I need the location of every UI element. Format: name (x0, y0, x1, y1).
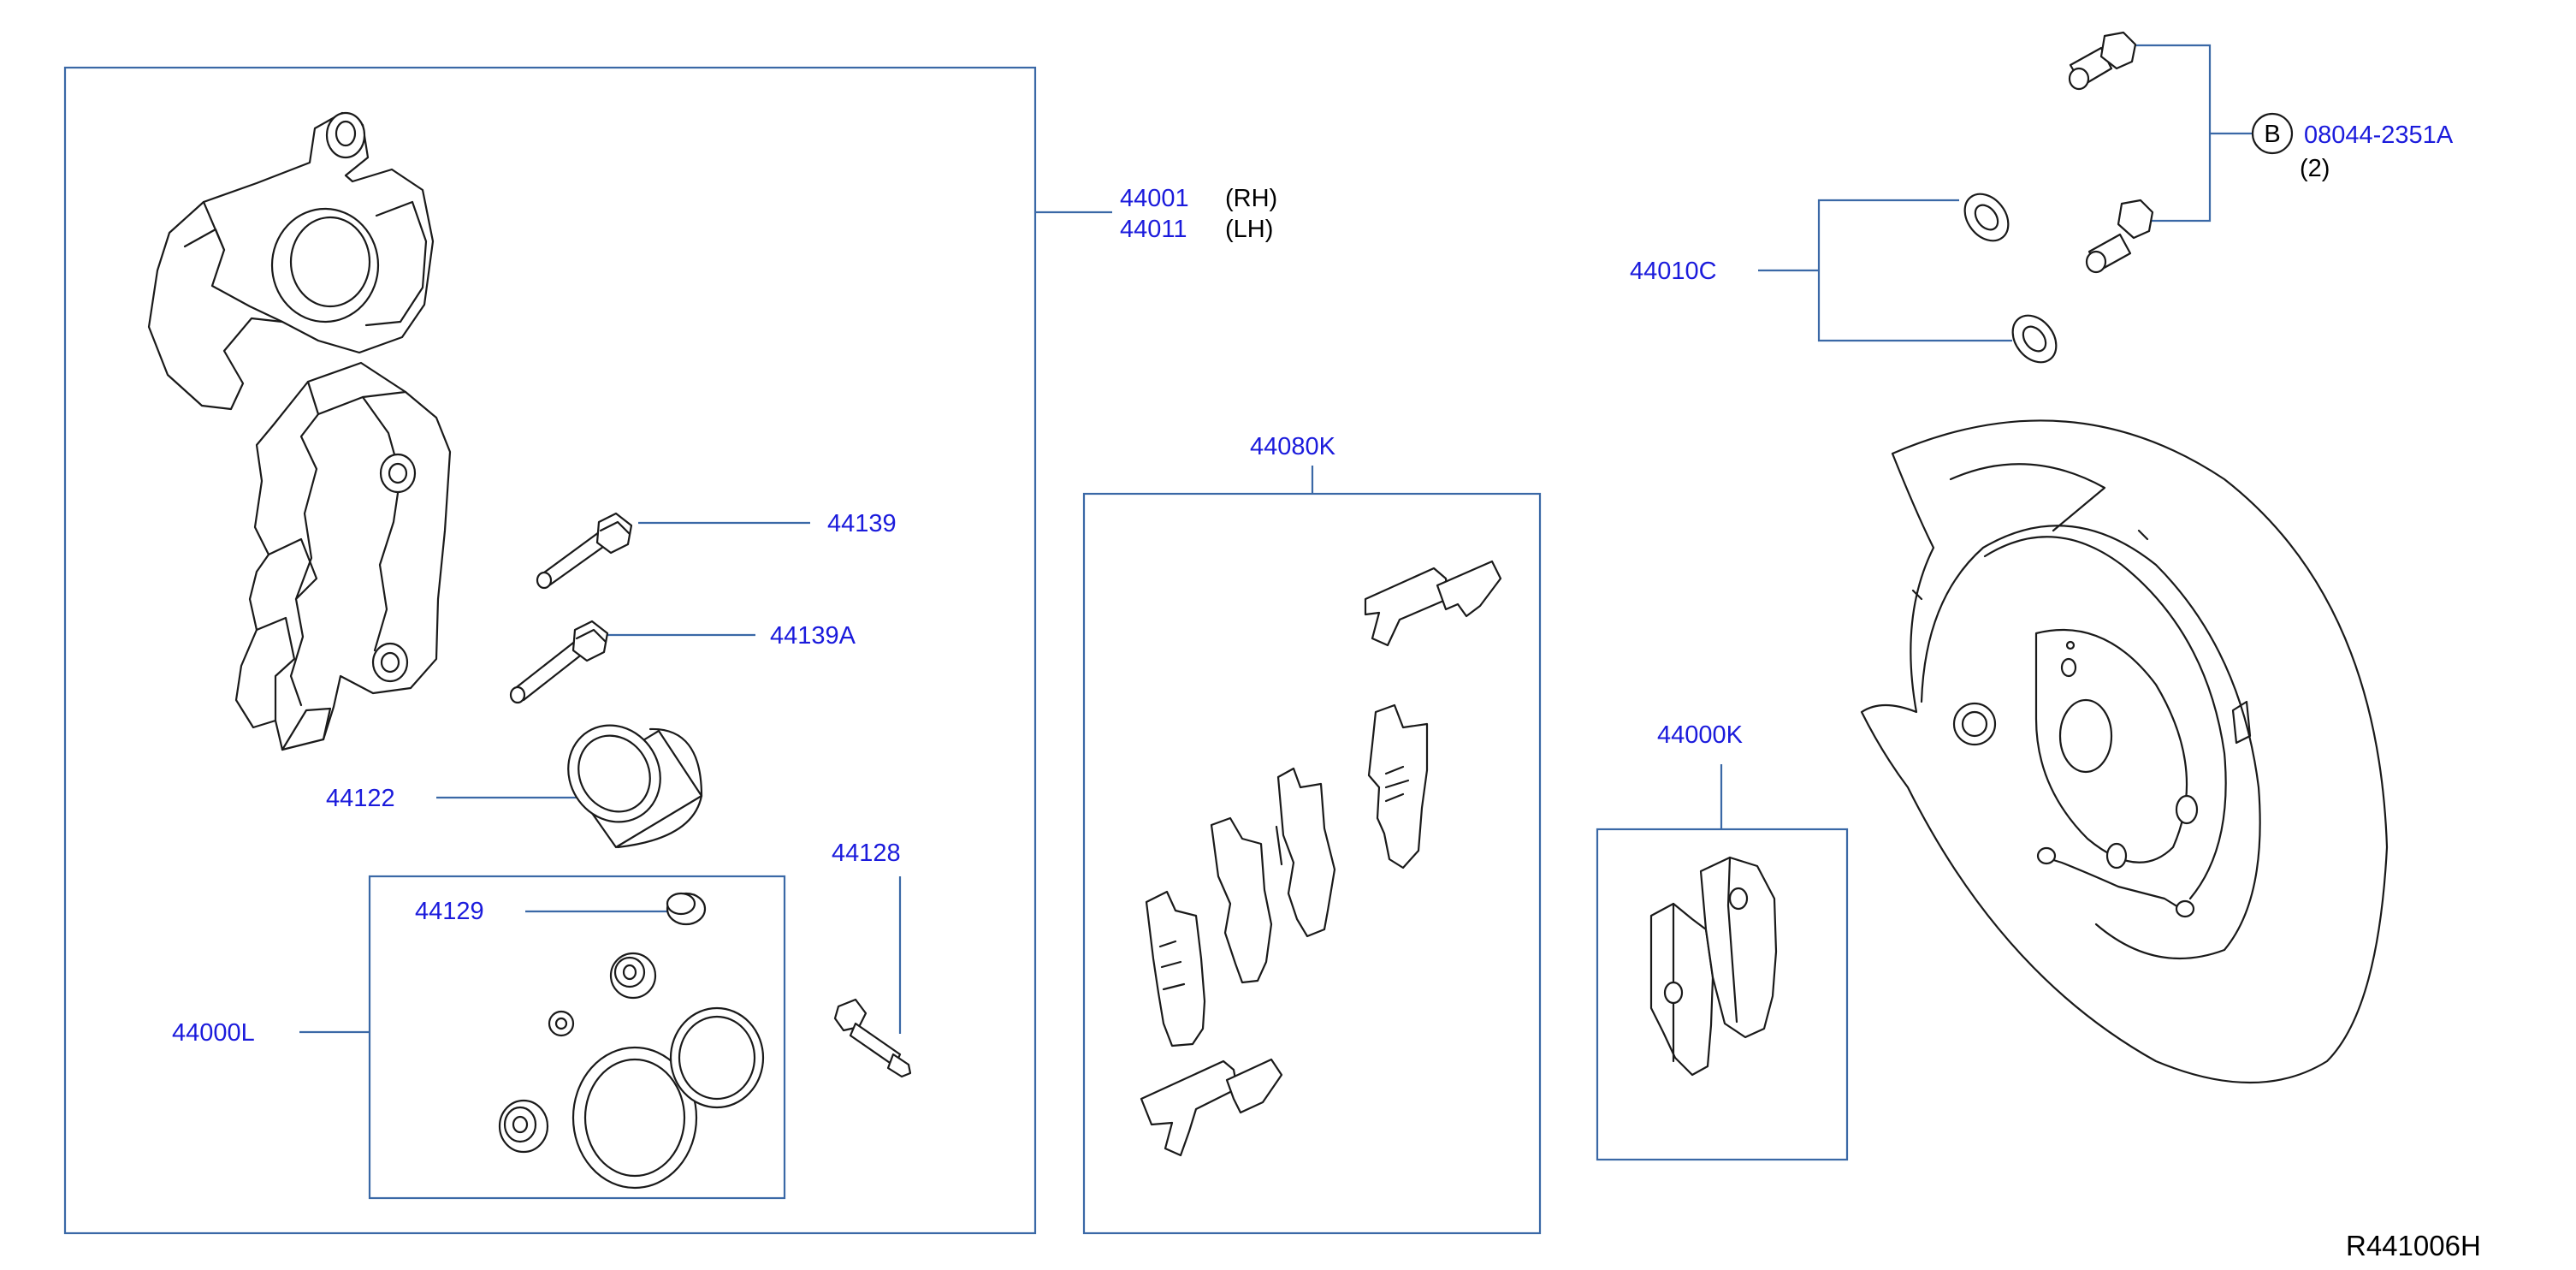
callout-rh-side: (RH) (1225, 185, 1277, 212)
callout-44128[interactable]: 44128 (832, 840, 901, 867)
leader-lines (299, 44, 2253, 1034)
callout-44139a[interactable]: 44139A (770, 622, 856, 650)
callout-44129[interactable]: 44129 (415, 898, 484, 925)
bolt-callout-letter: B (2264, 121, 2280, 148)
pin-bolt-drawing (536, 512, 633, 590)
callout-44139[interactable]: 44139 (827, 510, 897, 537)
callout-44001[interactable]: 44001 (1120, 185, 1189, 212)
bolt-callout-circle (2251, 112, 2294, 155)
bleeder-screw-drawing (833, 998, 912, 1078)
callout-labels: 44001 (RH) 44011 (LH) 44139 44139A 44122… (172, 112, 2481, 1261)
bolt-upper-drawing (2068, 31, 2137, 91)
bolt-lower-drawing (2085, 199, 2154, 274)
hardware-kit-drawing (1140, 560, 1502, 1157)
caliper-bracket-drawing (234, 361, 452, 751)
callout-08044-2351a[interactable]: 08044-2351A (2304, 122, 2454, 149)
callout-44122[interactable]: 44122 (326, 785, 395, 812)
callout-44000k[interactable]: 44000K (1657, 721, 1744, 749)
callout-44000l[interactable]: 44000L (172, 1019, 255, 1047)
pin-bolt-a-drawing (509, 620, 609, 704)
callout-44011[interactable]: 44011 (1120, 216, 1187, 243)
callout-bolt-qty: (2) (2300, 155, 2330, 182)
reference-code: R441006H (2346, 1230, 2481, 1261)
seal-kit-drawing (498, 892, 765, 1190)
washer-drawing (1963, 193, 2058, 364)
backing-plate-drawing (1860, 419, 2389, 1083)
piston-drawing (567, 724, 703, 849)
caliper-body-drawing (147, 111, 435, 411)
caliper-assembly-box (63, 66, 1037, 1235)
seal-kit-box (368, 875, 786, 1200)
pad-kit-drawing (1649, 856, 1778, 1077)
callout-44080k[interactable]: 44080K (1250, 433, 1336, 460)
callout-lh-side: (LH) (1225, 216, 1273, 243)
callout-44010c[interactable]: 44010C (1630, 258, 1717, 285)
